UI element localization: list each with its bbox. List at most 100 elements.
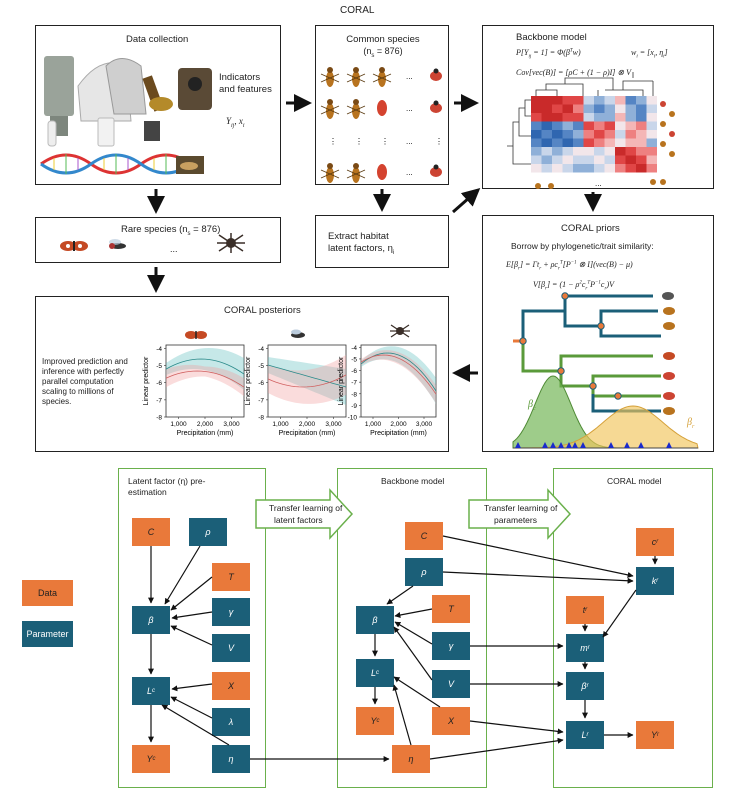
heatmap-cell [573,138,584,147]
ellipsis: ... [406,104,413,113]
heatmap-cell [594,138,605,147]
insect-icon [430,68,442,81]
heatmap-cell [541,147,552,156]
heatmap-cell [552,138,563,147]
y-tick-label: -8 [258,415,264,422]
backbone-top-panel: Backbone model P[Yij = 1] = Φ(βTw) wi = … [482,25,714,189]
p2-node-rho: ρ [405,558,443,586]
insect-icon [346,163,366,183]
y-tick-label: -4 [156,346,162,353]
heatmap-cell [625,130,636,139]
heatmap-cell [636,147,647,156]
common-species-count: (ns = 876) [363,46,403,59]
heatmap-cell [646,155,657,164]
y-axis-label: Linear predictor [143,356,150,405]
heatmap-cell [604,147,615,156]
coral-model-panel [553,468,713,788]
insect-icon [430,100,442,113]
y-tick-label: -5 [258,363,264,370]
heatmap-cell [615,138,626,147]
heatmap-cell [583,121,594,130]
x-tick-label: 1,000 [170,421,187,428]
x-tick-label: 2,000 [197,421,214,428]
heatmap-cell [583,138,594,147]
tree-insect-icons [662,292,675,415]
heatmap-cell [646,164,657,173]
p1-node-lambda: λ [212,708,250,736]
y-tick-label: -7 [351,380,357,387]
p1-node-gamma: γ [212,598,250,626]
heatmap-cell [646,130,657,139]
heatmap-cell [583,155,594,164]
heatmap-cell [615,164,626,173]
heatmap-cell [573,147,584,156]
heatmap-cell [552,96,563,105]
p2-node-gamma: γ [432,632,470,660]
heatmap-cell [604,96,615,105]
transfer1-line2: latent factors [274,515,323,525]
heatmap-cell [594,104,605,113]
insect-icon [372,67,392,87]
heatmap-cell [531,130,542,139]
heatmap-cell [541,96,552,105]
heatmap-cell [552,155,563,164]
heatmap-cell [604,113,615,122]
panel2-title: Backbone model [381,476,445,486]
heatmap-cell [625,164,636,173]
heatmap-cell [573,121,584,130]
heatmap-cell [594,121,605,130]
heatmap-cell [636,104,647,113]
heatmap-cell [594,164,605,173]
heatmap-cell [552,121,563,130]
heatmap-cell [615,147,626,156]
p2-node-V: V [432,670,470,698]
heatmap-cell [636,113,647,122]
heatmap-cell [531,104,542,113]
heatmap-cell [583,130,594,139]
y-tick-label: -6 [258,380,264,387]
rare-species-icons [60,233,245,253]
heatmap-cell [615,96,626,105]
priors-eq2: V[βr] = (1 − ρ2crTP−1cr)V [533,280,614,292]
heatmap-cell [552,113,563,122]
extract-line1: Extract habitat [328,231,389,242]
heatmap-cell [541,113,552,122]
heatmap-cell [636,130,647,139]
posteriors-ellipsis: ... [336,373,344,383]
insect-icon [320,99,340,119]
heatmap-cell [552,147,563,156]
heatmap-cell [615,155,626,164]
p2-node-C: C [405,522,443,550]
features-label: and features [219,84,272,95]
y-axis-label: Linear predictor [245,356,252,405]
heatmap-cell [531,147,542,156]
posteriors-title: CORAL posteriors [224,305,301,316]
heatmap-cell [562,104,573,113]
y-tick-label: -9 [351,403,357,410]
heatmap-cell [562,155,573,164]
backbone-model-panel [337,468,487,788]
heatmap-cell [562,121,573,130]
heatmap-cell [615,113,626,122]
panel3-title: CORAL model [607,476,662,486]
heatmap-cell [594,113,605,122]
x-tick-label: 2,000 [299,421,316,428]
backbone-eq1: P[Yij = 1] = Φ(βTw) [516,48,581,60]
heatmap-cell [636,155,647,164]
p2-node-beta: β [356,606,394,634]
y-tick-label: -7 [258,397,264,404]
heatmap-cell [541,104,552,113]
heatmap-cell [562,96,573,105]
transfer1-line1: Transfer learning of [269,503,343,513]
priors-eq1: E[βr] = Γtr + ρcrT[P−1 ⊗ I](vec(B) − μ) [506,260,633,272]
priors-subtitle: Borrow by phylogenetic/trait similarity: [511,241,654,251]
dendrogram-left [507,99,531,165]
